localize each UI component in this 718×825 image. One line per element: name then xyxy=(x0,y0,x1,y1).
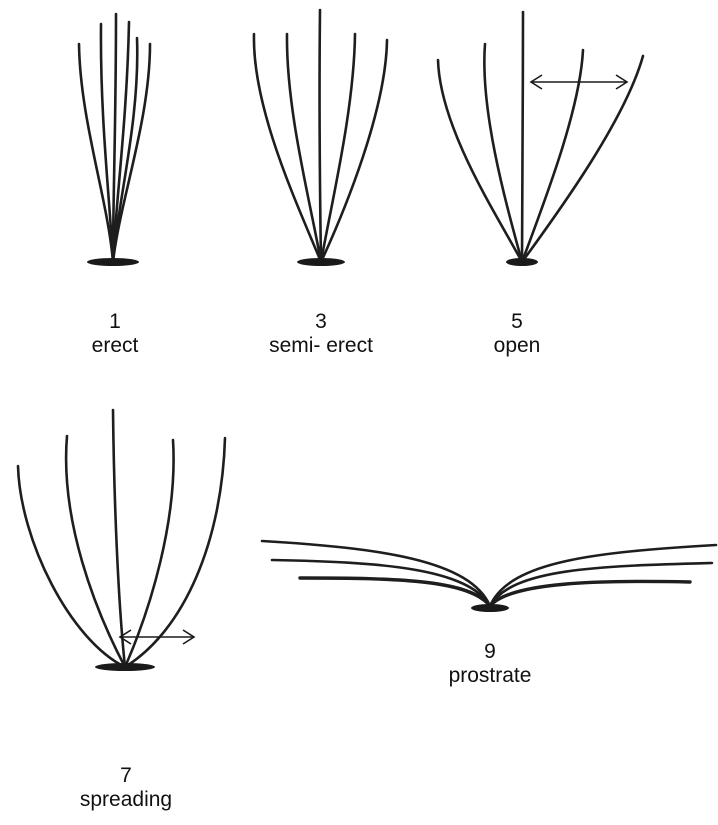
caption-semi-erect: 3 semi- erect xyxy=(241,310,401,358)
caption-erect: 1 erect xyxy=(35,310,195,358)
erect-plant-drawing xyxy=(79,14,150,266)
score-semi-erect: 3 xyxy=(241,310,401,334)
score-prostrate: 9 xyxy=(410,640,570,664)
caption-open: 5 open xyxy=(437,310,597,358)
label-prostrate: prostrate xyxy=(410,664,570,688)
spreading-plant-drawing xyxy=(18,410,225,671)
caption-spreading: 7 spreading xyxy=(46,764,206,812)
open-plant-drawing xyxy=(438,12,643,266)
label-open: open xyxy=(437,334,597,358)
prostrate-plant-drawing xyxy=(262,541,716,612)
score-erect: 1 xyxy=(35,310,195,334)
score-open: 5 xyxy=(437,310,597,334)
label-spreading: spreading xyxy=(46,788,206,812)
label-erect: erect xyxy=(35,334,195,358)
label-semi-erect: semi- erect xyxy=(241,334,401,358)
caption-prostrate: 9 prostrate xyxy=(410,640,570,688)
semi-erect-plant-drawing xyxy=(254,10,387,266)
score-spreading: 7 xyxy=(46,764,206,788)
